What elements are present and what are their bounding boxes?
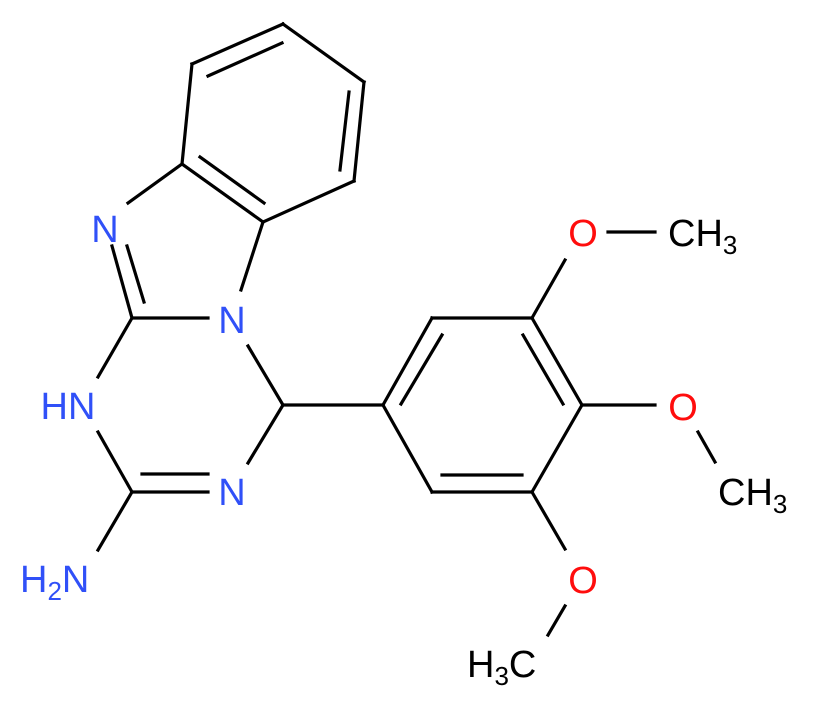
- atom-ch3-mid: CH3: [718, 472, 787, 519]
- atom-o-mid: O: [668, 387, 698, 429]
- atom-nh: HN: [41, 386, 96, 428]
- atom-n-imidazole: N: [91, 209, 118, 251]
- triazine-ring: [95, 315, 286, 553]
- trimethoxyphenyl-ring: [281, 230, 718, 638]
- atom-ch3-top: CH3: [668, 213, 737, 260]
- atom-o-top: O: [568, 213, 598, 255]
- atom-n-triazine: N: [218, 472, 245, 514]
- atom-nh2: H2N: [20, 559, 89, 606]
- atom-n-bridge: N: [218, 300, 245, 342]
- imidazole-ring: [110, 161, 266, 320]
- atom-o-bottom: O: [568, 560, 598, 602]
- benzene-ring-fused: [179, 21, 367, 225]
- atom-h3c-bottom: H3C: [467, 644, 536, 691]
